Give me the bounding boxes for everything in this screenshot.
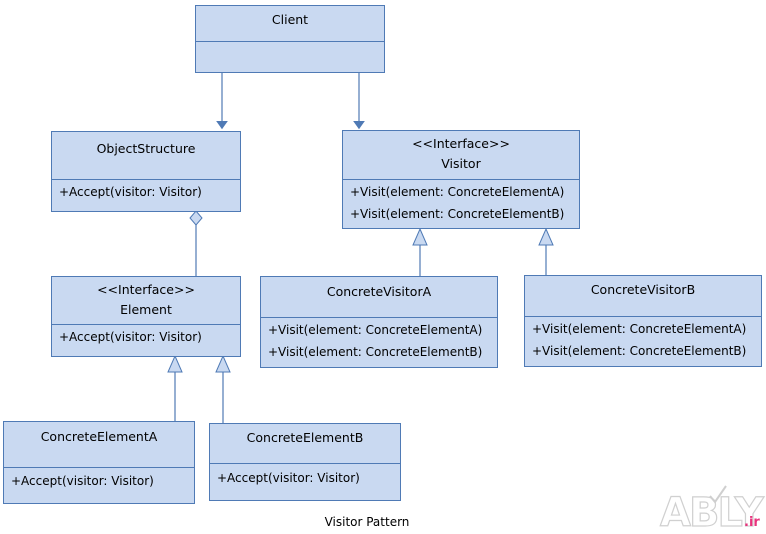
class-visitor-header: <<Interface>> Visitor bbox=[343, 131, 579, 180]
diagram-caption: Visitor Pattern bbox=[324, 515, 410, 529]
class-objectstructure-members: +Accept(visitor: Visitor) bbox=[52, 180, 240, 203]
aggregation-diamond bbox=[189, 210, 203, 226]
logo-check-icon bbox=[709, 485, 727, 504]
member-accept: +Accept(visitor: Visitor) bbox=[59, 330, 202, 344]
generalization-triangle-visitor-a bbox=[412, 227, 428, 246]
class-concreteelementb[interactable]: ConcreteElementB +Accept(visitor: Visito… bbox=[209, 423, 401, 501]
class-concretevisitorb-members: +Visit(element: ConcreteElementA) +Visit… bbox=[525, 317, 761, 362]
class-element-members: +Accept(visitor: Visitor) bbox=[52, 325, 240, 348]
class-visitor-name: Visitor bbox=[441, 156, 481, 171]
member-visit-b: +Visit(element: ConcreteElementB) bbox=[350, 207, 565, 221]
class-concreteelementa-name: ConcreteElementA bbox=[40, 429, 158, 444]
member-accept: +Accept(visitor: Visitor) bbox=[11, 474, 154, 488]
class-visitor-members: +Visit(element: ConcreteElementA) +Visit… bbox=[343, 180, 579, 225]
class-concretevisitorb[interactable]: ConcreteVisitorB +Visit(element: Concret… bbox=[524, 275, 762, 367]
generalization-triangle-element-b bbox=[215, 354, 231, 373]
class-element-stereotype: <<Interface>> bbox=[97, 282, 195, 297]
class-element-name: Element bbox=[120, 302, 172, 317]
class-concretevisitora-members: +Visit(element: ConcreteElementA) +Visit… bbox=[261, 318, 497, 363]
class-client-members bbox=[196, 42, 384, 43]
class-concreteelementa-members: +Accept(visitor: Visitor) bbox=[4, 468, 194, 492]
class-concretevisitora-name: ConcreteVisitorA bbox=[326, 284, 432, 299]
member-visit-b: +Visit(element: ConcreteElementB) bbox=[268, 345, 483, 359]
class-client-header: Client bbox=[196, 6, 384, 42]
class-objectstructure-name: ObjectStructure bbox=[96, 141, 196, 156]
class-concreteelementb-header: ConcreteElementB bbox=[210, 424, 400, 464]
logo-main-text: ABLY bbox=[660, 490, 765, 530]
class-concreteelementa-header: ConcreteElementA bbox=[4, 422, 194, 468]
class-concretevisitora-header: ConcreteVisitorA bbox=[261, 277, 497, 318]
generalization-triangle-element-a bbox=[167, 354, 183, 373]
class-visitor-stereotype: <<Interface>> bbox=[412, 136, 510, 151]
member-accept: +Accept(visitor: Visitor) bbox=[59, 185, 202, 199]
class-client-name: Client bbox=[271, 12, 309, 27]
member-accept: +Accept(visitor: Visitor) bbox=[217, 471, 360, 485]
member-visit-a: +Visit(element: ConcreteElementA) bbox=[532, 322, 747, 336]
generalization-triangle-visitor-b bbox=[538, 227, 554, 246]
logo-suffix-text: .ir bbox=[744, 515, 760, 530]
class-concretevisitorb-name: ConcreteVisitorB bbox=[590, 282, 696, 297]
member-visit-a: +Visit(element: ConcreteElementA) bbox=[268, 323, 483, 337]
class-concreteelementb-members: +Accept(visitor: Visitor) bbox=[210, 464, 400, 489]
class-concreteelementa[interactable]: ConcreteElementA +Accept(visitor: Visito… bbox=[3, 421, 195, 504]
class-visitor[interactable]: <<Interface>> Visitor +Visit(element: Co… bbox=[342, 130, 580, 229]
class-element[interactable]: <<Interface>> Element +Accept(visitor: V… bbox=[51, 276, 241, 357]
class-objectstructure[interactable]: ObjectStructure +Accept(visitor: Visitor… bbox=[51, 131, 241, 212]
class-concretevisitorb-header: ConcreteVisitorB bbox=[525, 276, 761, 317]
class-client[interactable]: Client bbox=[195, 5, 385, 73]
class-objectstructure-header: ObjectStructure bbox=[52, 132, 240, 180]
class-concretevisitora[interactable]: ConcreteVisitorA +Visit(element: Concret… bbox=[260, 276, 498, 368]
member-visit-a: +Visit(element: ConcreteElementA) bbox=[350, 185, 565, 199]
class-concreteelementb-name: ConcreteElementB bbox=[246, 430, 364, 445]
member-visit-b: +Visit(element: ConcreteElementB) bbox=[532, 344, 747, 358]
class-element-header: <<Interface>> Element bbox=[52, 277, 240, 325]
ably-logo: ABLY .ir bbox=[659, 485, 766, 530]
